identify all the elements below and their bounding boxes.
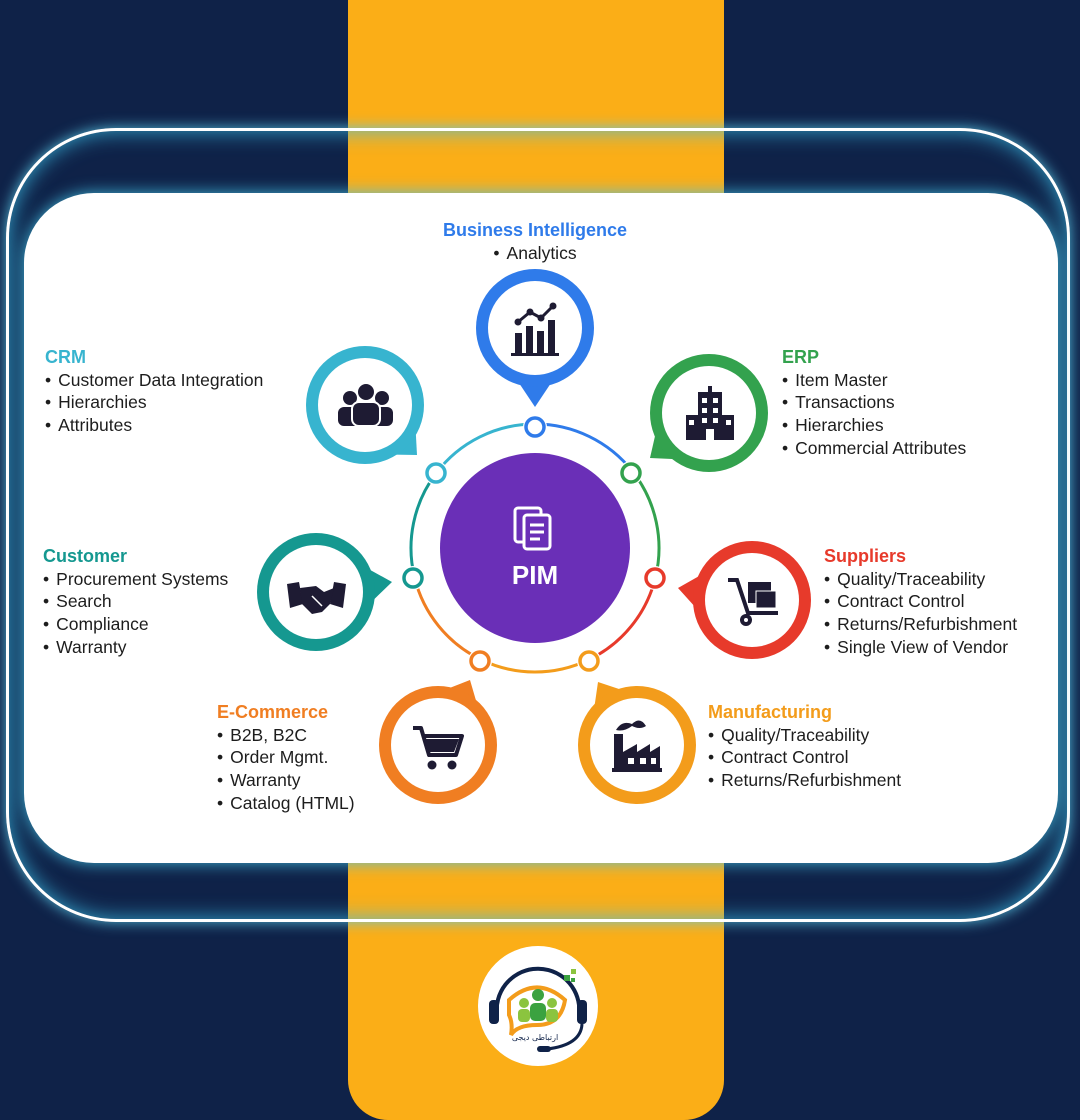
label-item: Attributes: [45, 414, 263, 437]
people-group-icon: [338, 382, 393, 427]
connector-ring: [401, 415, 667, 674]
label-item: Catalog (HTML): [217, 792, 354, 815]
label-title-suppliers: Suppliers: [824, 546, 907, 566]
ring-segment-manufacturing: [480, 658, 590, 674]
ring-dot-customer: [401, 566, 425, 590]
label-item: Warranty: [43, 636, 228, 659]
label-title-crm: CRM: [45, 347, 86, 367]
label-crm: CRMCustomer Data IntegrationHierarchiesA…: [45, 346, 263, 437]
node-bi[interactable]: [476, 269, 594, 407]
label-erp: ERPItem MasterTransactionsHierarchiesCom…: [782, 346, 966, 460]
label-item: Returns/Refurbishment: [708, 769, 901, 792]
label-item: Transactions: [782, 391, 966, 414]
label-title-erp: ERP: [782, 347, 820, 367]
ring-segment-erp: [631, 470, 661, 579]
label-title-ecommerce: E-Commerce: [217, 702, 329, 722]
label-customer: CustomerProcurement SystemsSearchComplia…: [43, 545, 228, 659]
node-inner-bi: [488, 281, 582, 375]
ring-segment-customer: [409, 472, 438, 578]
label-item: Customer Data Integration: [45, 369, 263, 392]
ring-segment-ecommerce: [413, 577, 482, 661]
support-headset-logo: ارتباطی دیجی: [478, 946, 598, 1066]
label-item: Hierarchies: [782, 414, 966, 437]
node-manufacturing[interactable]: [578, 682, 696, 804]
label-item: Procurement Systems: [43, 568, 228, 591]
ring-dot-erp: [619, 461, 643, 485]
documents-icon: [513, 506, 552, 551]
label-ecommerce: E-CommerceB2B, B2COrder Mgmt.WarrantyCat…: [217, 701, 355, 815]
label-manufacturing: ManufacturingQuality/TraceabilityContrac…: [708, 701, 901, 792]
pim-diagram: [257, 269, 811, 804]
shopping-cart-icon: [413, 726, 464, 770]
label-item: Quality/Traceability: [824, 568, 1017, 591]
ring-segment-suppliers: [587, 577, 657, 662]
label-title-bi: Business Intelligence: [442, 220, 628, 240]
label-title-customer: Customer: [43, 546, 128, 566]
label-bi: Business IntelligenceAnalytics: [400, 219, 670, 264]
label-item: Search: [43, 590, 228, 613]
ring-segment-crm: [434, 422, 536, 475]
ring-dot-bi: [523, 415, 547, 439]
ring-dot-manufacturing: [577, 649, 601, 673]
label-item: Warranty: [217, 769, 355, 792]
label-item: Contract Control: [824, 590, 1017, 613]
label-item: Commercial Attributes: [782, 437, 966, 460]
label-item: Analytics: [400, 242, 670, 265]
building-icon: [686, 386, 734, 440]
handshake-icon: [287, 582, 346, 614]
label-item: Contract Control: [708, 746, 901, 769]
label-item: Compliance: [43, 613, 228, 636]
label-title-manufacturing: Manufacturing: [708, 702, 832, 722]
label-item: Returns/Refurbishment: [824, 613, 1017, 636]
ring-dot-crm: [424, 461, 448, 485]
glow-frame: [6, 128, 1070, 922]
node-pointer-bi: [519, 383, 551, 407]
label-item: Quality/Traceability: [708, 724, 901, 747]
ring-segment-bi: [534, 422, 634, 473]
ring-dot-suppliers: [643, 566, 667, 590]
label-item: Order Mgmt.: [217, 746, 355, 769]
label-item: Item Master: [782, 369, 966, 392]
label-item: Single View of Vendor: [824, 636, 1017, 659]
label-item: Hierarchies: [45, 391, 263, 414]
pim-label: PIM: [511, 560, 559, 590]
bar-chart-icon: [511, 302, 559, 356]
factory-icon: [612, 720, 662, 772]
logo-text: ارتباطی دیجی: [512, 1033, 558, 1042]
hand-truck-icon: [728, 578, 778, 626]
ring-dot-ecommerce: [468, 649, 492, 673]
label-suppliers: SuppliersQuality/TraceabilityContract Co…: [824, 545, 1017, 659]
label-item: B2B, B2C: [217, 724, 355, 747]
